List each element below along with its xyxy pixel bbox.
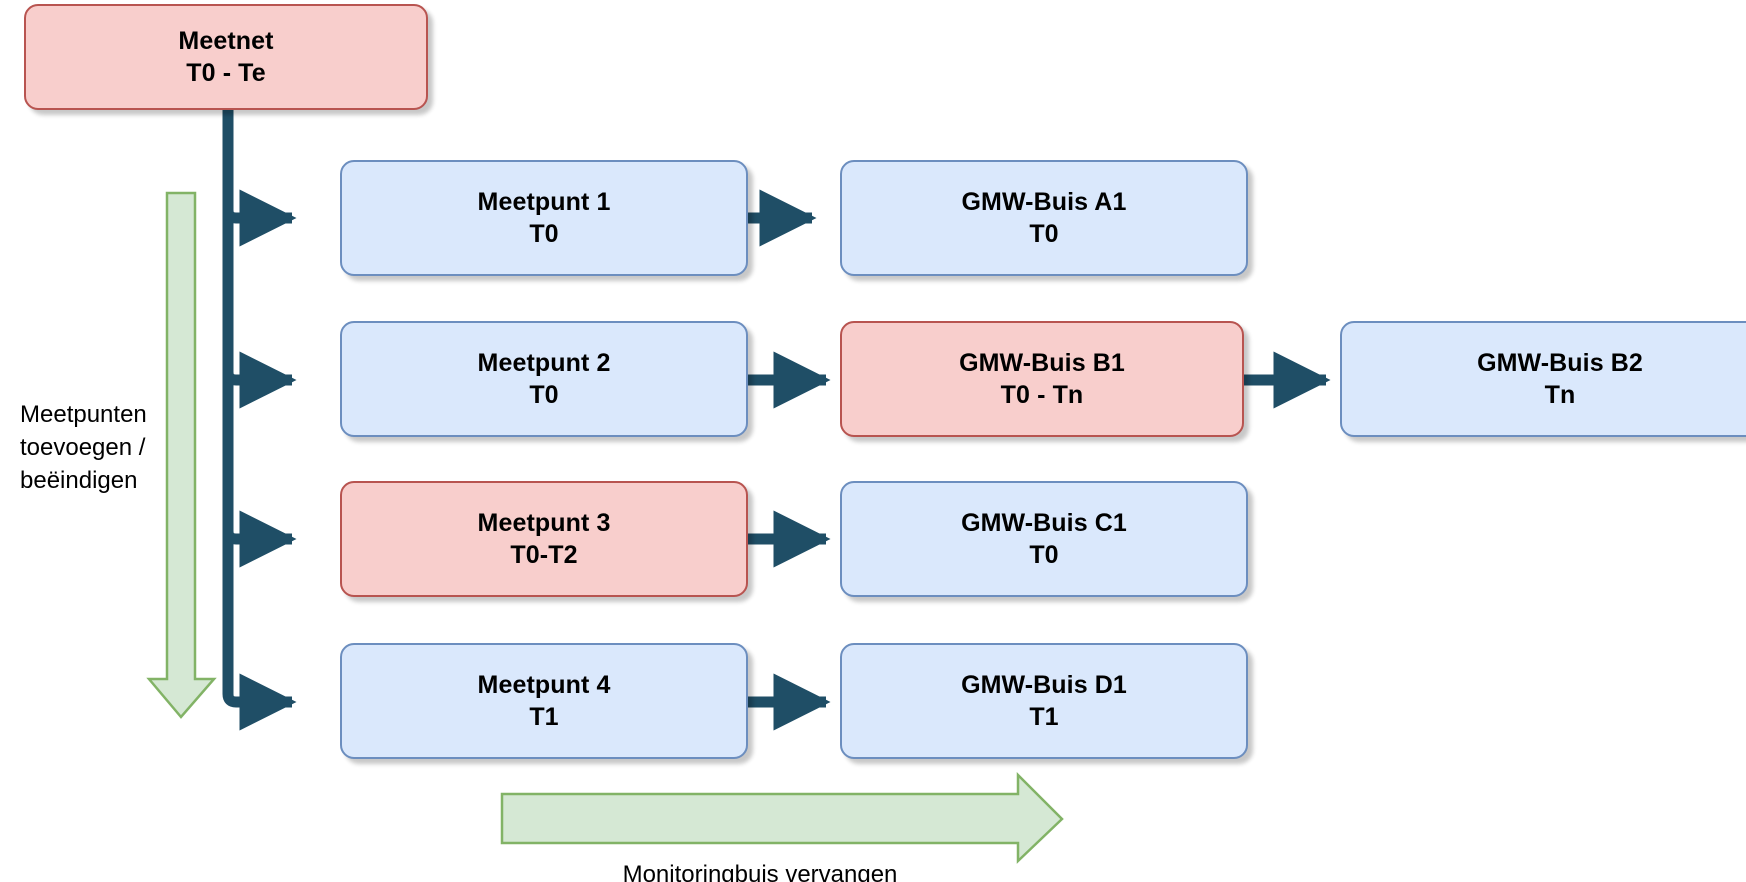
- node-meetpunt-4-line2: T1: [529, 703, 559, 731]
- node-meetpunt-2-line2: T0: [529, 381, 559, 409]
- node-gmw-buis-a1-line1: GMW-Buis A1: [961, 188, 1127, 216]
- node-meetpunt-4[interactable]: Meetpunt 4 T1: [340, 643, 748, 759]
- label-monitoringbuis-vervangen: Monitoringbuis vervangen: [622, 861, 898, 882]
- node-gmw-buis-c1-line2: T0: [1029, 541, 1059, 569]
- node-gmw-buis-d1-line2: T1: [1029, 703, 1059, 731]
- node-meetpunt-1[interactable]: Meetpunt 1 T0: [340, 160, 748, 276]
- green-right-arrow-icon: [500, 771, 1064, 864]
- node-meetpunt-1-line2: T0: [529, 220, 559, 248]
- node-gmw-buis-b1[interactable]: GMW-Buis B1 T0 - Tn: [840, 321, 1244, 437]
- node-gmw-buis-b2-line1: GMW-Buis B2: [1477, 349, 1643, 377]
- node-meetnet-line1: Meetnet: [178, 27, 274, 55]
- node-meetnet[interactable]: Meetnet T0 - Te: [24, 4, 428, 110]
- node-gmw-buis-b2-line2: Tn: [1544, 381, 1576, 409]
- node-meetpunt-2-line1: Meetpunt 2: [477, 349, 611, 377]
- trunk-connector: [222, 104, 297, 731]
- node-gmw-buis-a1-line2: T0: [1029, 220, 1059, 248]
- node-meetpunt-4-line1: Meetpunt 4: [477, 671, 611, 699]
- node-gmw-buis-d1[interactable]: GMW-Buis D1 T1: [840, 643, 1248, 759]
- node-gmw-buis-b2[interactable]: GMW-Buis B2 Tn: [1340, 321, 1746, 437]
- label-meetpunten-toevoegen: Meetpunten toevoegen / beëindigen: [20, 401, 147, 495]
- node-gmw-buis-b1-line1: GMW-Buis B1: [959, 349, 1125, 377]
- node-meetnet-line2: T0 - Te: [186, 59, 266, 87]
- node-meetpunt-3-line2: T0-T2: [510, 541, 578, 569]
- node-gmw-buis-d1-line1: GMW-Buis D1: [961, 671, 1127, 699]
- row-connectors: [748, 189, 1331, 731]
- node-meetpunt-3-line1: Meetpunt 3: [477, 509, 611, 537]
- node-meetpunt-3[interactable]: Meetpunt 3 T0-T2: [340, 481, 748, 597]
- node-gmw-buis-b1-line2: T0 - Tn: [1000, 381, 1084, 409]
- node-gmw-buis-c1[interactable]: GMW-Buis C1 T0: [840, 481, 1248, 597]
- node-meetpunt-2[interactable]: Meetpunt 2 T0: [340, 321, 748, 437]
- node-meetpunt-1-line1: Meetpunt 1: [477, 188, 611, 216]
- node-gmw-buis-c1-line1: GMW-Buis C1: [961, 509, 1127, 537]
- node-gmw-buis-a1[interactable]: GMW-Buis A1 T0: [840, 160, 1248, 276]
